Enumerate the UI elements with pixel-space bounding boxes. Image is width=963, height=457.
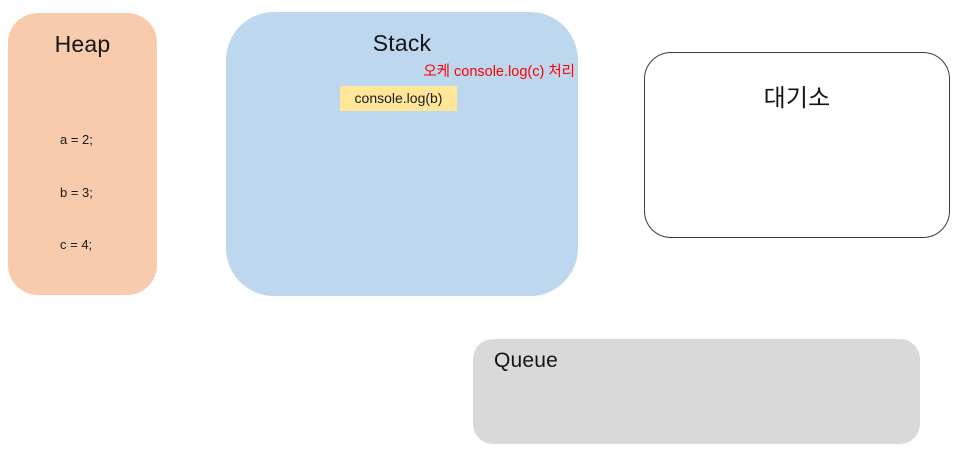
heap-code-line: a = 2;: [60, 132, 93, 147]
stack-box: Stack 오케 console.log(c) 처리 console.log(b…: [226, 12, 578, 296]
heap-code-line: b = 3;: [60, 184, 93, 200]
heap-code-block: a = 2; b = 3; c = 4;: [60, 96, 93, 289]
heap-title: Heap: [54, 31, 111, 57]
waiting-room-box: 대기소: [644, 52, 950, 238]
queue-title: Queue: [494, 349, 559, 372]
waiting-room-title: 대기소: [763, 85, 831, 112]
queue-box: Queue: [473, 339, 920, 444]
stack-annotation: 오케 console.log(c) 처리: [423, 64, 575, 80]
stack-title: Stack: [372, 30, 432, 56]
heap-code-line: c = 4;: [60, 237, 93, 252]
stack-frame-console-log-b: console.log(b): [340, 86, 457, 111]
heap-box: Heap a = 2; b = 3; c = 4;: [8, 13, 157, 295]
